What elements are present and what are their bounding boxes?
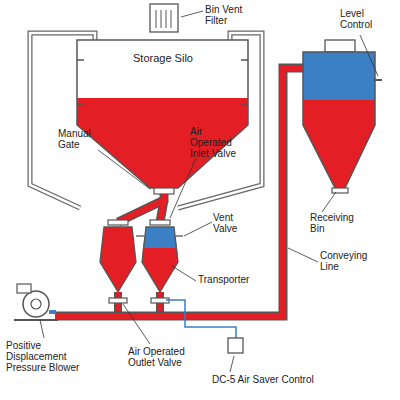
inlet-valve bbox=[150, 220, 170, 225]
callout-label: Level Control bbox=[340, 8, 380, 30]
bin-vent bbox=[325, 40, 355, 52]
feed-pipes bbox=[118, 194, 164, 222]
bin-air bbox=[303, 52, 375, 100]
level-probes bbox=[77, 60, 248, 105]
callout-label: Conveying Line bbox=[320, 250, 372, 272]
filter-fins bbox=[156, 10, 171, 28]
callout-label: Vent Valve bbox=[213, 212, 247, 234]
leader-lines bbox=[40, 11, 378, 372]
vent-valve bbox=[136, 235, 144, 236]
conveying-line bbox=[55, 68, 338, 316]
bin-valve bbox=[332, 188, 348, 193]
callout-label: Positive Displacement Pressure Blower bbox=[6, 340, 98, 373]
bin-vent-filter bbox=[150, 4, 178, 32]
callout-label: DC-5 Air Saver Control bbox=[212, 374, 322, 385]
transporter bbox=[142, 227, 178, 292]
storage-silo bbox=[77, 40, 248, 188]
level-control bbox=[375, 79, 382, 81]
vent-pipes bbox=[30, 33, 262, 208]
transporter-air bbox=[143, 227, 177, 248]
callout-label: Manual Gate bbox=[58, 128, 102, 150]
receiving-bin bbox=[303, 52, 375, 188]
callout-label: Bin Vent Filter bbox=[205, 4, 245, 26]
node-title: Storage Silo bbox=[82, 52, 244, 64]
inlet-valve bbox=[108, 220, 128, 225]
outlet-valve bbox=[109, 298, 127, 303]
bin-material bbox=[303, 100, 375, 188]
pressure-blower bbox=[14, 284, 58, 320]
silo-material bbox=[77, 98, 248, 188]
control-line bbox=[166, 300, 236, 338]
transporter bbox=[100, 227, 136, 292]
silo-box: Storage Silo bbox=[82, 52, 244, 64]
callout-label: Receiving Bin bbox=[310, 212, 356, 234]
callout-label: Air Operated Outlet Valve bbox=[128, 346, 188, 368]
manual-gate bbox=[154, 188, 174, 194]
callout-label: Transporter bbox=[198, 274, 268, 285]
air-saver-control bbox=[228, 338, 243, 353]
vent-valve bbox=[176, 235, 183, 236]
callout-label: Air Operated Inlet Valve bbox=[190, 126, 242, 159]
